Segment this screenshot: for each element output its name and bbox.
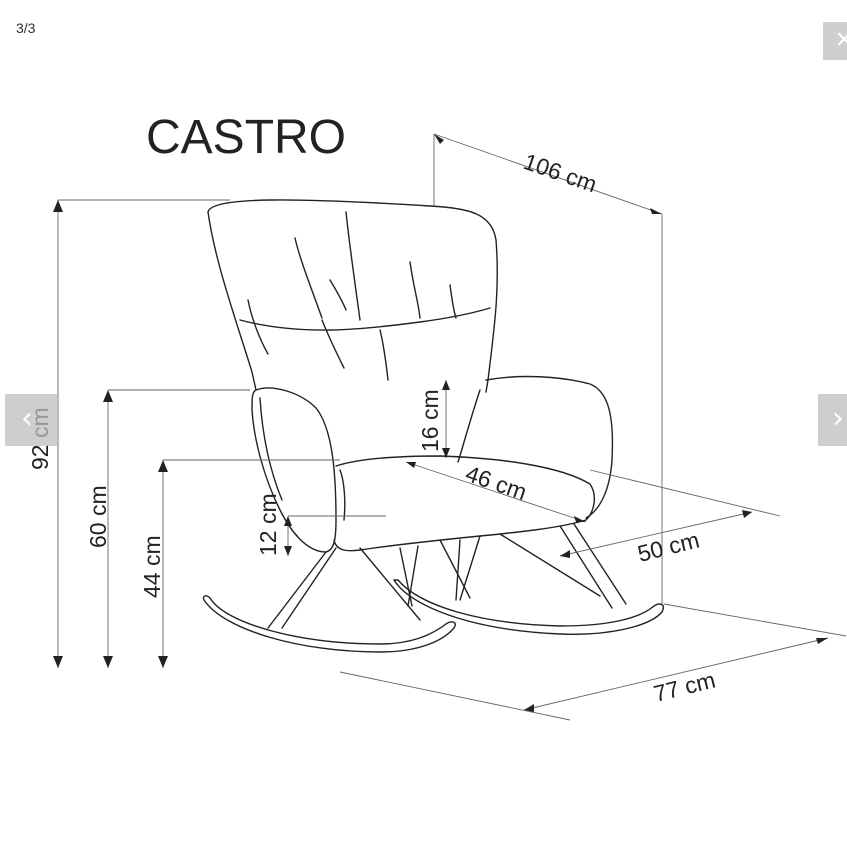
- chevron-right-icon: ›: [832, 401, 844, 436]
- dim-seat-depth-label: 50 cm: [635, 526, 702, 566]
- previous-image-button[interactable]: ‹: [5, 394, 57, 446]
- dim-width-label: 77 cm: [651, 666, 718, 706]
- dimension-arrows: [53, 134, 828, 712]
- product-name: CASTRO: [146, 111, 346, 164]
- dim-seat-height-label: 44 cm: [139, 535, 165, 598]
- chevron-left-icon: ‹: [21, 401, 33, 436]
- close-icon: ✕: [835, 28, 847, 53]
- dim-armrest-above-seat-label: 16 cm: [417, 389, 443, 452]
- dim-seat-thickness-label: 12 cm: [255, 493, 281, 556]
- image-counter: 3/3: [16, 20, 36, 36]
- close-button[interactable]: ✕: [823, 22, 847, 60]
- dim-depth-label: 106 cm: [520, 148, 600, 197]
- next-image-button[interactable]: ›: [818, 394, 847, 446]
- dimension-lines: [57, 133, 847, 721]
- dim-seat-width-label: 46 cm: [462, 460, 530, 505]
- dim-armrest-height-label: 60 cm: [85, 485, 111, 548]
- chair-outline: [202, 199, 664, 653]
